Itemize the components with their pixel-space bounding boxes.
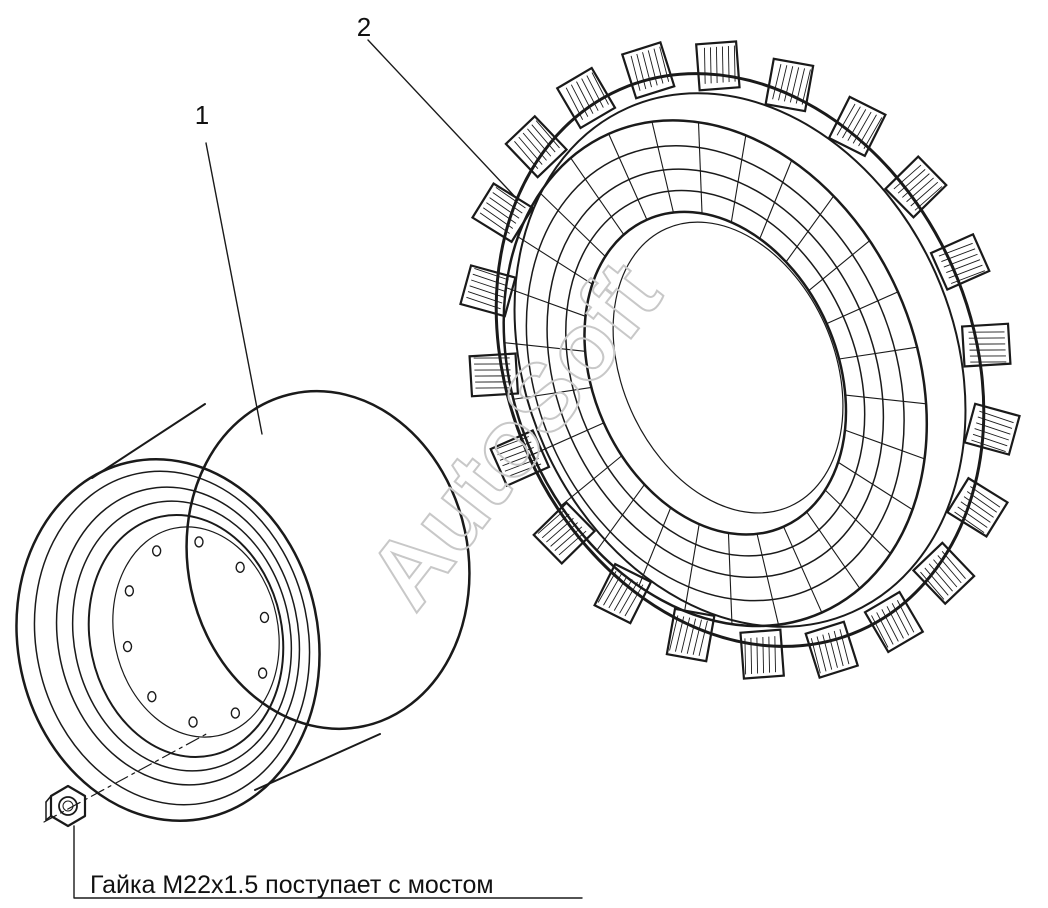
rim-bolt-holes bbox=[122, 536, 270, 728]
sidewall-segment-line bbox=[638, 507, 672, 587]
tire-inner-liner bbox=[612, 221, 844, 514]
sidewall-segment-line bbox=[826, 291, 899, 325]
sidewall-segment-line bbox=[806, 511, 861, 589]
bolt-hole bbox=[235, 561, 245, 574]
tire-bead-opening bbox=[583, 210, 848, 536]
callout-2-leader bbox=[367, 39, 519, 201]
tread-lug bbox=[963, 402, 1021, 456]
sidewall-segment-line bbox=[697, 122, 703, 214]
sidewall-segment-line bbox=[759, 160, 793, 239]
tread-lug bbox=[929, 232, 991, 292]
callout-1-leader bbox=[205, 142, 263, 435]
sidewall-segment-line bbox=[539, 192, 606, 257]
sidewall-segment-line bbox=[513, 386, 592, 400]
tread-lug bbox=[470, 182, 535, 244]
stud-axis-line bbox=[43, 731, 211, 823]
nut-note: Гайка М22х1.5 поступает с мостом bbox=[90, 871, 494, 899]
tread-lug bbox=[960, 322, 1012, 368]
tread-lug bbox=[911, 541, 976, 606]
sidewall-segment-line bbox=[684, 524, 700, 612]
sidewall-segment-line bbox=[824, 489, 891, 554]
bolt-hole bbox=[147, 690, 157, 703]
bolt-hole bbox=[257, 667, 268, 679]
rim-barrel-top bbox=[91, 403, 206, 479]
tire-tread-lugs bbox=[459, 40, 1021, 680]
sidewall-segment-line bbox=[608, 133, 648, 220]
note-leader bbox=[73, 825, 583, 899]
sidewall-segment-line bbox=[517, 236, 593, 285]
rim-disc-edge bbox=[112, 526, 280, 738]
rim-bead-seat bbox=[55, 486, 301, 786]
sidewall-segment-line bbox=[532, 422, 605, 456]
sidewall-segment-line bbox=[756, 533, 780, 625]
tractor-tire-icon bbox=[459, 40, 1021, 680]
rim-center-opening bbox=[87, 514, 285, 758]
tread-lug bbox=[620, 40, 676, 100]
sidewall-segment-line bbox=[570, 157, 625, 235]
bolt-hole bbox=[194, 536, 204, 548]
hex-nut-icon bbox=[45, 784, 87, 828]
rim-back-flange bbox=[185, 389, 471, 731]
sidewall-segment-line bbox=[783, 526, 823, 613]
sidewall-segment-line bbox=[844, 429, 925, 460]
bolt-hole bbox=[124, 585, 135, 597]
tread-lug bbox=[695, 40, 741, 92]
tire-outer-edge bbox=[494, 72, 986, 648]
rim-front-flange bbox=[15, 458, 321, 822]
bolt-hole bbox=[122, 640, 133, 653]
sidewall-segment-line bbox=[837, 461, 913, 511]
rim-well-outer bbox=[71, 500, 293, 772]
tread-lug bbox=[489, 428, 551, 488]
sidewall-segment-line bbox=[839, 346, 918, 360]
sidewall-segment-line bbox=[845, 394, 927, 405]
tread-lug bbox=[665, 607, 716, 663]
callout-1-label: 1 bbox=[195, 100, 209, 130]
tread-lug bbox=[459, 264, 517, 318]
tread-lug bbox=[945, 476, 1010, 538]
sidewall-segment-line bbox=[651, 121, 674, 213]
tread-lug bbox=[827, 95, 887, 158]
tread-lug bbox=[739, 628, 785, 680]
sidewall-segment-line bbox=[596, 484, 645, 551]
sidewall-segment-line bbox=[808, 240, 870, 292]
tread-lug bbox=[504, 114, 569, 179]
wheel-rim-icon bbox=[15, 389, 471, 823]
bolt-hole bbox=[151, 545, 162, 557]
sidewall-segment-line bbox=[730, 135, 747, 223]
sidewall-segment-line bbox=[727, 533, 733, 625]
bolt-hole bbox=[188, 716, 198, 728]
tread-lug bbox=[883, 155, 948, 219]
sidewall-segment-line bbox=[505, 287, 586, 317]
callout-2-label: 2 bbox=[357, 12, 371, 42]
rim-barrel-bottom bbox=[254, 733, 381, 791]
sidewall-segment-line bbox=[504, 342, 586, 352]
bolt-hole bbox=[259, 611, 270, 624]
tire-sidewall-segments bbox=[504, 121, 927, 625]
sidewall-segment-line bbox=[560, 455, 623, 507]
tire-shoulder bbox=[513, 92, 967, 628]
bolt-hole bbox=[230, 707, 241, 719]
tread-lug bbox=[532, 501, 597, 565]
sidewall-segment-line bbox=[785, 195, 835, 263]
rim-flange-ring bbox=[33, 470, 311, 806]
tread-lug bbox=[804, 620, 860, 680]
tread-lug bbox=[764, 57, 815, 113]
